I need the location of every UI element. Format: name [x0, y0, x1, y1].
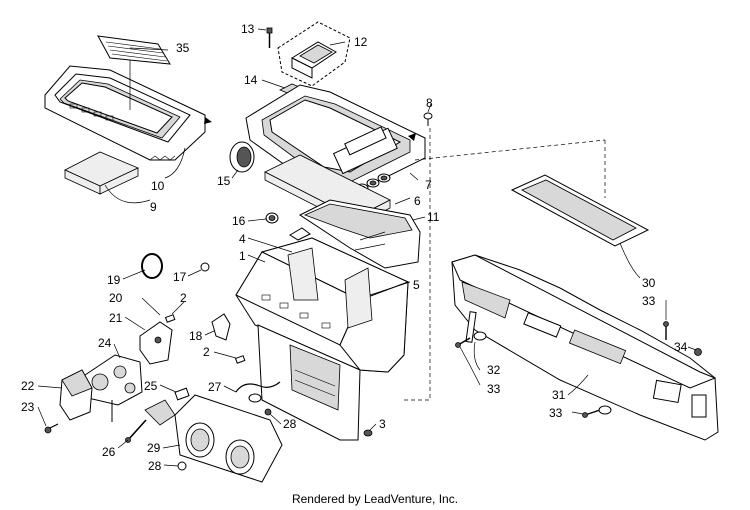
callout-17: 17: [173, 270, 187, 284]
callout-15: 15: [217, 174, 231, 188]
part-2-rivets: [164, 314, 246, 364]
callout-labels: 35 12 13 14 8 10 9 15 7 6 16 11 4 1 5 19…: [21, 22, 688, 473]
part-27-wire: [235, 381, 281, 403]
part-1-airbox: [235, 227, 410, 441]
callout-4: 4: [239, 232, 246, 246]
part-22-box: [59, 369, 93, 421]
part-32-clip: [465, 311, 487, 343]
callout-8: 8: [426, 96, 433, 110]
part-31-console: [451, 254, 719, 441]
callout-2a: 2: [180, 291, 187, 305]
callout-27: 27: [208, 380, 222, 394]
part-33-screws: [455, 321, 669, 418]
callout-28a: 28: [148, 459, 162, 473]
callout-2b: 2: [203, 345, 210, 359]
leader-lines: [37, 28, 697, 467]
callout-25: 25: [144, 379, 158, 393]
callout-1: 1: [239, 249, 246, 263]
part-13-screw: [266, 27, 273, 48]
callout-3: 3: [379, 417, 386, 431]
callout-16: 16: [232, 214, 246, 228]
callout-13: 13: [241, 22, 255, 36]
part-26-bolt: [125, 419, 147, 443]
part-3-fastener: [363, 429, 373, 437]
callout-26: 26: [102, 445, 116, 459]
part-30-gasket: [510, 174, 650, 247]
part-19-clamp: [141, 253, 163, 279]
callout-18: 18: [189, 329, 203, 343]
callout-10: 10: [151, 179, 165, 193]
part-15-grommet: [229, 141, 255, 173]
callout-21: 21: [109, 311, 123, 325]
footer-credit: Rendered by LeadVenture, Inc.: [291, 492, 459, 506]
callout-23: 23: [21, 400, 35, 414]
callout-32: 32: [487, 363, 501, 377]
part-17-clip: [200, 262, 210, 272]
callout-33a: 33: [642, 294, 656, 308]
callout-7: 7: [425, 178, 432, 192]
part-29-intake: [144, 394, 283, 483]
callout-30: 30: [642, 276, 656, 290]
callout-35: 35: [176, 41, 190, 55]
callout-5: 5: [413, 278, 420, 292]
callout-22: 22: [21, 379, 35, 393]
callout-29: 29: [147, 441, 161, 455]
callout-33b: 33: [487, 382, 501, 396]
callout-34: 34: [674, 340, 688, 354]
part-21-bracket: [139, 321, 173, 365]
callout-11: 11: [427, 210, 440, 224]
callout-33c: 33: [549, 406, 563, 420]
part-8-fastener: [423, 112, 433, 126]
callout-9: 9: [150, 200, 157, 214]
part-18-bracket: [211, 313, 231, 341]
part-10-lid: [44, 65, 212, 161]
callout-14: 14: [244, 73, 258, 87]
callout-12: 12: [354, 35, 368, 49]
part-16-cap: [265, 212, 279, 224]
part-25-spacer: [174, 387, 190, 401]
part-34-nut: [694, 348, 702, 356]
part-11-duct: [299, 199, 421, 269]
callout-28b: 28: [283, 417, 297, 431]
callout-24: 24: [98, 336, 112, 350]
callout-19: 19: [107, 273, 121, 287]
callout-20: 20: [109, 291, 123, 305]
part-12-module: [277, 21, 351, 87]
part-24-assembly: [84, 354, 143, 422]
part-35-label: [97, 35, 171, 65]
part-23-screw: [44, 423, 59, 434]
part-9-filter: [64, 151, 139, 195]
callout-31: 31: [552, 388, 566, 402]
callout-6: 6: [414, 194, 421, 208]
part-28-fasteners: [177, 408, 272, 471]
